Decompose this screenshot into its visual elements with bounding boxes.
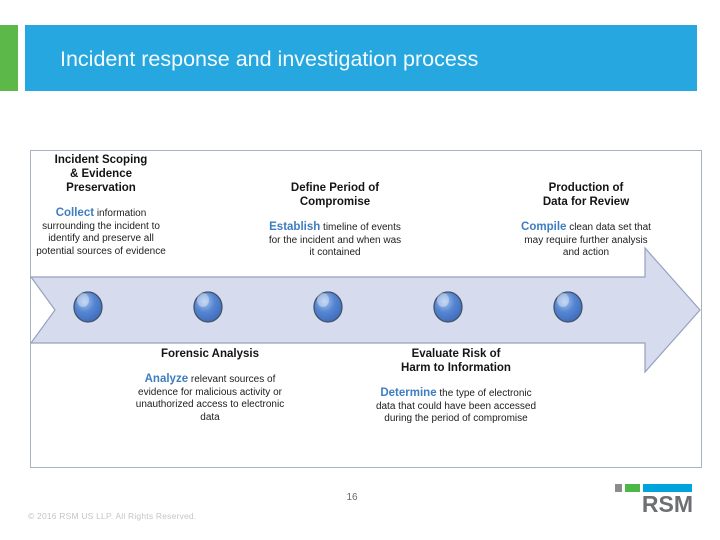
step-keyword: Collect <box>55 207 95 219</box>
step-keyword: Analyze <box>144 373 189 385</box>
step-description: Collect information surrounding the inci… <box>36 207 166 258</box>
process-node <box>433 291 463 323</box>
step-description-text: information surrounding the incident to … <box>36 208 166 257</box>
page-title: Incident response and investigation proc… <box>60 47 479 71</box>
step-description: Establish timeline of events for the inc… <box>266 221 404 260</box>
step-description: Determine the type of electronic data th… <box>374 387 538 426</box>
step-keyword: Determine <box>380 387 437 399</box>
step-keyword: Compile <box>521 221 567 233</box>
logo-bar-green <box>625 484 640 492</box>
step-production-data: Production of Data for Review Compile cl… <box>517 181 655 260</box>
step-title: Define Period of Compromise <box>290 182 380 208</box>
page-number: 16 <box>346 492 358 503</box>
title-bar: Incident response and investigation proc… <box>25 25 697 91</box>
step-forensic-analysis: Forensic Analysis Analyze relevant sourc… <box>126 347 294 424</box>
logo-bar-gray <box>615 484 622 492</box>
arrow-shape <box>30 246 701 374</box>
rsm-logo: RSM <box>615 484 693 518</box>
step-description-text: relevant sources of evidence for malicio… <box>135 374 285 423</box>
process-node <box>193 291 223 323</box>
step-evaluate-risk: Evaluate Risk of Harm to Information Det… <box>374 347 538 426</box>
logo-bar-blue <box>643 484 692 492</box>
step-description: Analyze relevant sources of evidence for… <box>126 373 294 424</box>
step-define-period: Define Period of Compromise Establish ti… <box>266 181 404 260</box>
step-keyword: Establish <box>269 221 321 233</box>
logo-text: RSM <box>641 491 693 517</box>
process-node <box>73 291 103 323</box>
process-arrow <box>30 246 701 374</box>
step-title: Production of Data for Review <box>542 182 630 208</box>
step-title: Forensic Analysis <box>160 348 259 360</box>
step-incident-scoping: Incident Scoping & Evidence Preservation… <box>36 153 166 258</box>
copyright-text: © 2016 RSM US LLP. All Rights Reserved. <box>28 511 197 521</box>
process-node <box>553 291 583 323</box>
green-accent-bar <box>0 25 18 91</box>
step-description-text: the type of electronic data that could h… <box>375 388 537 424</box>
step-description-text: clean data set that may require further … <box>524 222 651 258</box>
step-title: Incident Scoping & Evidence Preservation <box>54 154 148 194</box>
step-title: Evaluate Risk of Harm to Information <box>401 348 511 374</box>
step-description: Compile clean data set that may require … <box>517 221 655 260</box>
process-node <box>313 291 343 323</box>
step-description-text: timeline of events for the incident and … <box>268 222 402 258</box>
process-nodes <box>73 291 583 323</box>
